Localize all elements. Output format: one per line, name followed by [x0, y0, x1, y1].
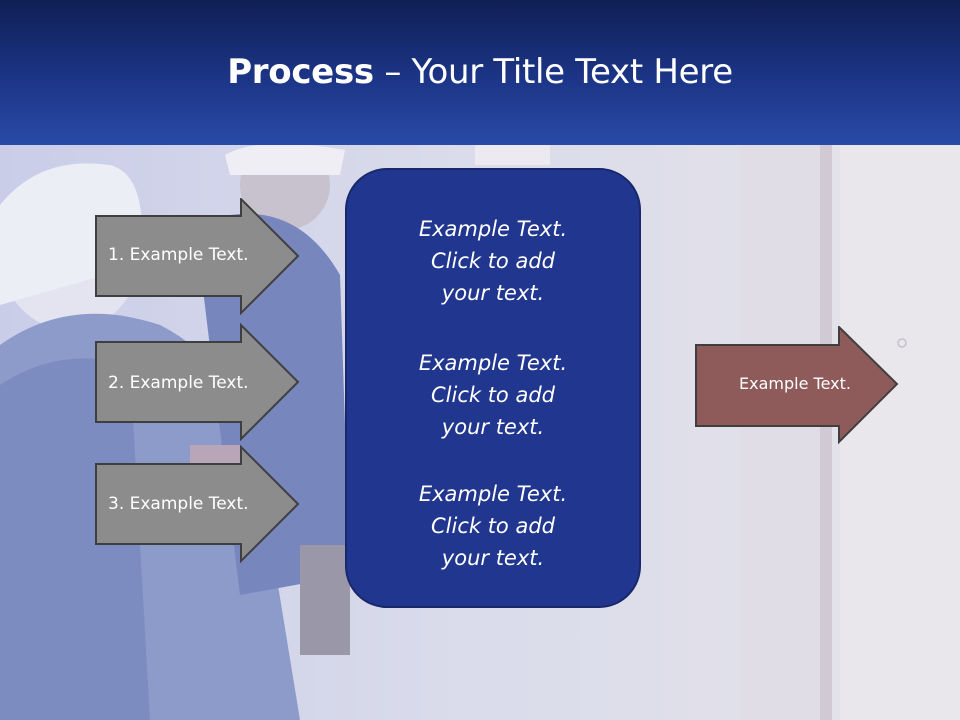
- title-bold: Process: [227, 52, 374, 92]
- center-line: Click to add: [430, 249, 555, 273]
- slide-title[interactable]: Process – Your Title Text Here: [0, 52, 960, 92]
- title-rest: – Your Title Text Here: [373, 52, 733, 92]
- center-paragraph-3[interactable]: Example Text. Click to add your text.: [345, 478, 641, 574]
- left-arrows-graphic: [95, 198, 300, 564]
- center-line: Example Text.: [418, 482, 568, 506]
- center-line: your text.: [441, 281, 545, 305]
- center-line: your text.: [441, 546, 545, 570]
- arrow-shape-3: [95, 444, 300, 564]
- right-arrow-shape: [695, 326, 899, 445]
- left-arrow-label-3[interactable]: 3. Example Text.: [108, 494, 249, 514]
- center-line: Example Text.: [418, 217, 568, 241]
- title-bar: [0, 0, 960, 145]
- left-arrow-label-1[interactable]: 1. Example Text.: [108, 245, 249, 265]
- center-text-box[interactable]: [345, 168, 641, 608]
- center-paragraph-1[interactable]: Example Text. Click to add your text.: [345, 213, 641, 309]
- left-arrow-label-2[interactable]: 2. Example Text.: [108, 373, 249, 393]
- center-line: Click to add: [430, 514, 555, 538]
- arrow-shape-2: [95, 322, 300, 442]
- arrow-shape-1: [95, 198, 300, 316]
- center-line: Example Text.: [418, 351, 568, 375]
- right-arrow-graphic: [695, 326, 899, 445]
- right-arrow-label[interactable]: Example Text.: [739, 374, 851, 393]
- center-line: Click to add: [430, 383, 555, 407]
- center-paragraph-2[interactable]: Example Text. Click to add your text.: [345, 347, 641, 443]
- center-line: your text.: [441, 415, 545, 439]
